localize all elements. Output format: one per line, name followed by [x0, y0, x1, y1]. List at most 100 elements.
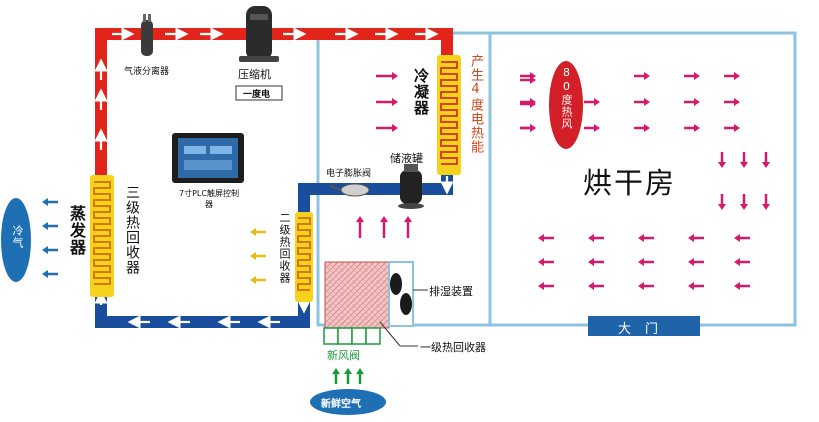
fresh-valve-label: 新风阀	[327, 349, 360, 362]
evaporator-label: 蒸发器	[67, 205, 86, 256]
door-label: 大门	[618, 322, 673, 337]
recovery3-label: 三级热回收器	[124, 185, 140, 275]
arrow-down-head	[740, 162, 748, 168]
arrow-left-head	[588, 258, 594, 266]
arrow-right-head	[392, 98, 398, 106]
evaporator-coil-tube	[93, 181, 111, 285]
air-arrows-down	[718, 152, 770, 210]
receiver-label: 储液罐	[390, 152, 423, 165]
arrow-left-head	[588, 234, 594, 242]
arrow-left-head	[42, 222, 48, 230]
arrow-right-head	[530, 124, 536, 132]
condenser-coil-tube	[440, 61, 458, 165]
arrow-down-head	[762, 162, 770, 168]
arrow-left-head	[538, 234, 544, 242]
arrow-down-head	[740, 204, 748, 210]
arrow-left-head	[42, 246, 48, 254]
recovery1-label: 一级热回收器	[420, 341, 486, 354]
drying-room-label: 烘干房	[583, 166, 677, 200]
arrow-right-head	[734, 124, 740, 132]
arrow-right-head	[694, 98, 700, 106]
plc-label: 7寸PLC触屏控制器	[179, 189, 239, 209]
arrow-right-head	[392, 124, 398, 132]
hot-air-arrows-right	[520, 72, 740, 132]
arrow-down-head	[718, 162, 726, 168]
condenser-label: 冷凝器	[412, 68, 430, 116]
arrow-up-head	[344, 368, 352, 374]
hot-air-oval	[549, 61, 583, 149]
gas-liquid-separator	[141, 14, 153, 56]
arrow-left-head	[638, 258, 644, 266]
recovery2-label: 二级热回收器	[278, 212, 291, 284]
arrow-up-head	[356, 368, 364, 374]
arrow-up-head	[380, 216, 388, 222]
airflow-arrows-up	[356, 216, 412, 238]
arrow-left-head	[638, 234, 644, 242]
compressor-plate	[235, 85, 283, 101]
dehumidifier-label: 排湿装置	[429, 285, 473, 298]
arrow-left-head	[538, 258, 544, 266]
cold-pipe-upper	[298, 183, 453, 195]
hot-pipe-arrows	[94, 27, 439, 150]
arrow-right-head	[644, 98, 650, 106]
cold-air-arrows	[42, 198, 58, 278]
cold-air-oval	[1, 198, 31, 282]
compressor	[239, 6, 279, 62]
arrow-down-head	[718, 204, 726, 210]
hot-pipe-right	[441, 28, 453, 60]
arrow-left-head	[688, 282, 694, 290]
compressor-label: 压缩机	[238, 68, 271, 81]
recovery2-coil-tube	[297, 217, 311, 291]
condenser-arrows	[376, 72, 398, 132]
separator-label: 气液分离器	[124, 67, 170, 77]
arrow-right-head	[594, 98, 600, 106]
arrow-right-head	[694, 72, 700, 80]
arrow-right-head	[734, 98, 740, 106]
hot-air-label: 80度热风	[560, 66, 573, 130]
compressor-plate-label: 一度电	[243, 90, 271, 100]
recovery-arrows	[250, 228, 266, 284]
condenser-note: 产生4度电热能	[468, 54, 483, 154]
fresh-air-oval	[310, 389, 386, 415]
arrow-left-head	[734, 234, 740, 242]
arrow-left-head	[42, 198, 48, 206]
arrow-right-head	[530, 76, 536, 84]
arrow-down-head	[762, 204, 770, 210]
arrow-left-head	[688, 258, 694, 266]
arrow-up-head	[404, 216, 412, 222]
fresh-air-label: 新鲜空气	[321, 399, 361, 410]
arrow-right-head	[644, 72, 650, 80]
arrow-left-head	[734, 258, 740, 266]
expansion-valve	[329, 183, 370, 197]
fresh-valve-grid	[323, 327, 381, 345]
arrow-left-head	[250, 228, 256, 236]
arrow-left-head	[638, 282, 644, 290]
return-air-arrows-left	[538, 234, 750, 290]
dehumidifier-box	[388, 261, 414, 327]
arrow-left-head	[588, 282, 594, 290]
arrow-right-head	[734, 72, 740, 80]
plc-controller	[172, 133, 244, 183]
arrow-right-head	[594, 124, 600, 132]
arrow-left-head	[42, 270, 48, 278]
arrow-right-head	[694, 124, 700, 132]
expansion-valve-label: 电子膨胀阀	[326, 169, 372, 179]
arrow-left-head	[250, 276, 256, 284]
receiver-tank	[398, 164, 424, 209]
arrow-up-head	[332, 368, 340, 374]
arrow-left-head	[250, 252, 256, 260]
arrow-left-head	[538, 282, 544, 290]
leader-recovery1	[379, 321, 401, 347]
arrow-right-head	[644, 124, 650, 132]
cold-air-label: 冷气	[11, 225, 24, 249]
arrow-left-head	[688, 234, 694, 242]
door-bar	[588, 316, 700, 336]
recovery1-mesh	[324, 261, 390, 329]
arrow-left-head	[734, 282, 740, 290]
arrow-right-head	[530, 100, 536, 108]
arrow-up-head	[356, 216, 364, 222]
recovery2-coil	[295, 212, 313, 302]
fresh-air-arrows	[332, 368, 364, 384]
